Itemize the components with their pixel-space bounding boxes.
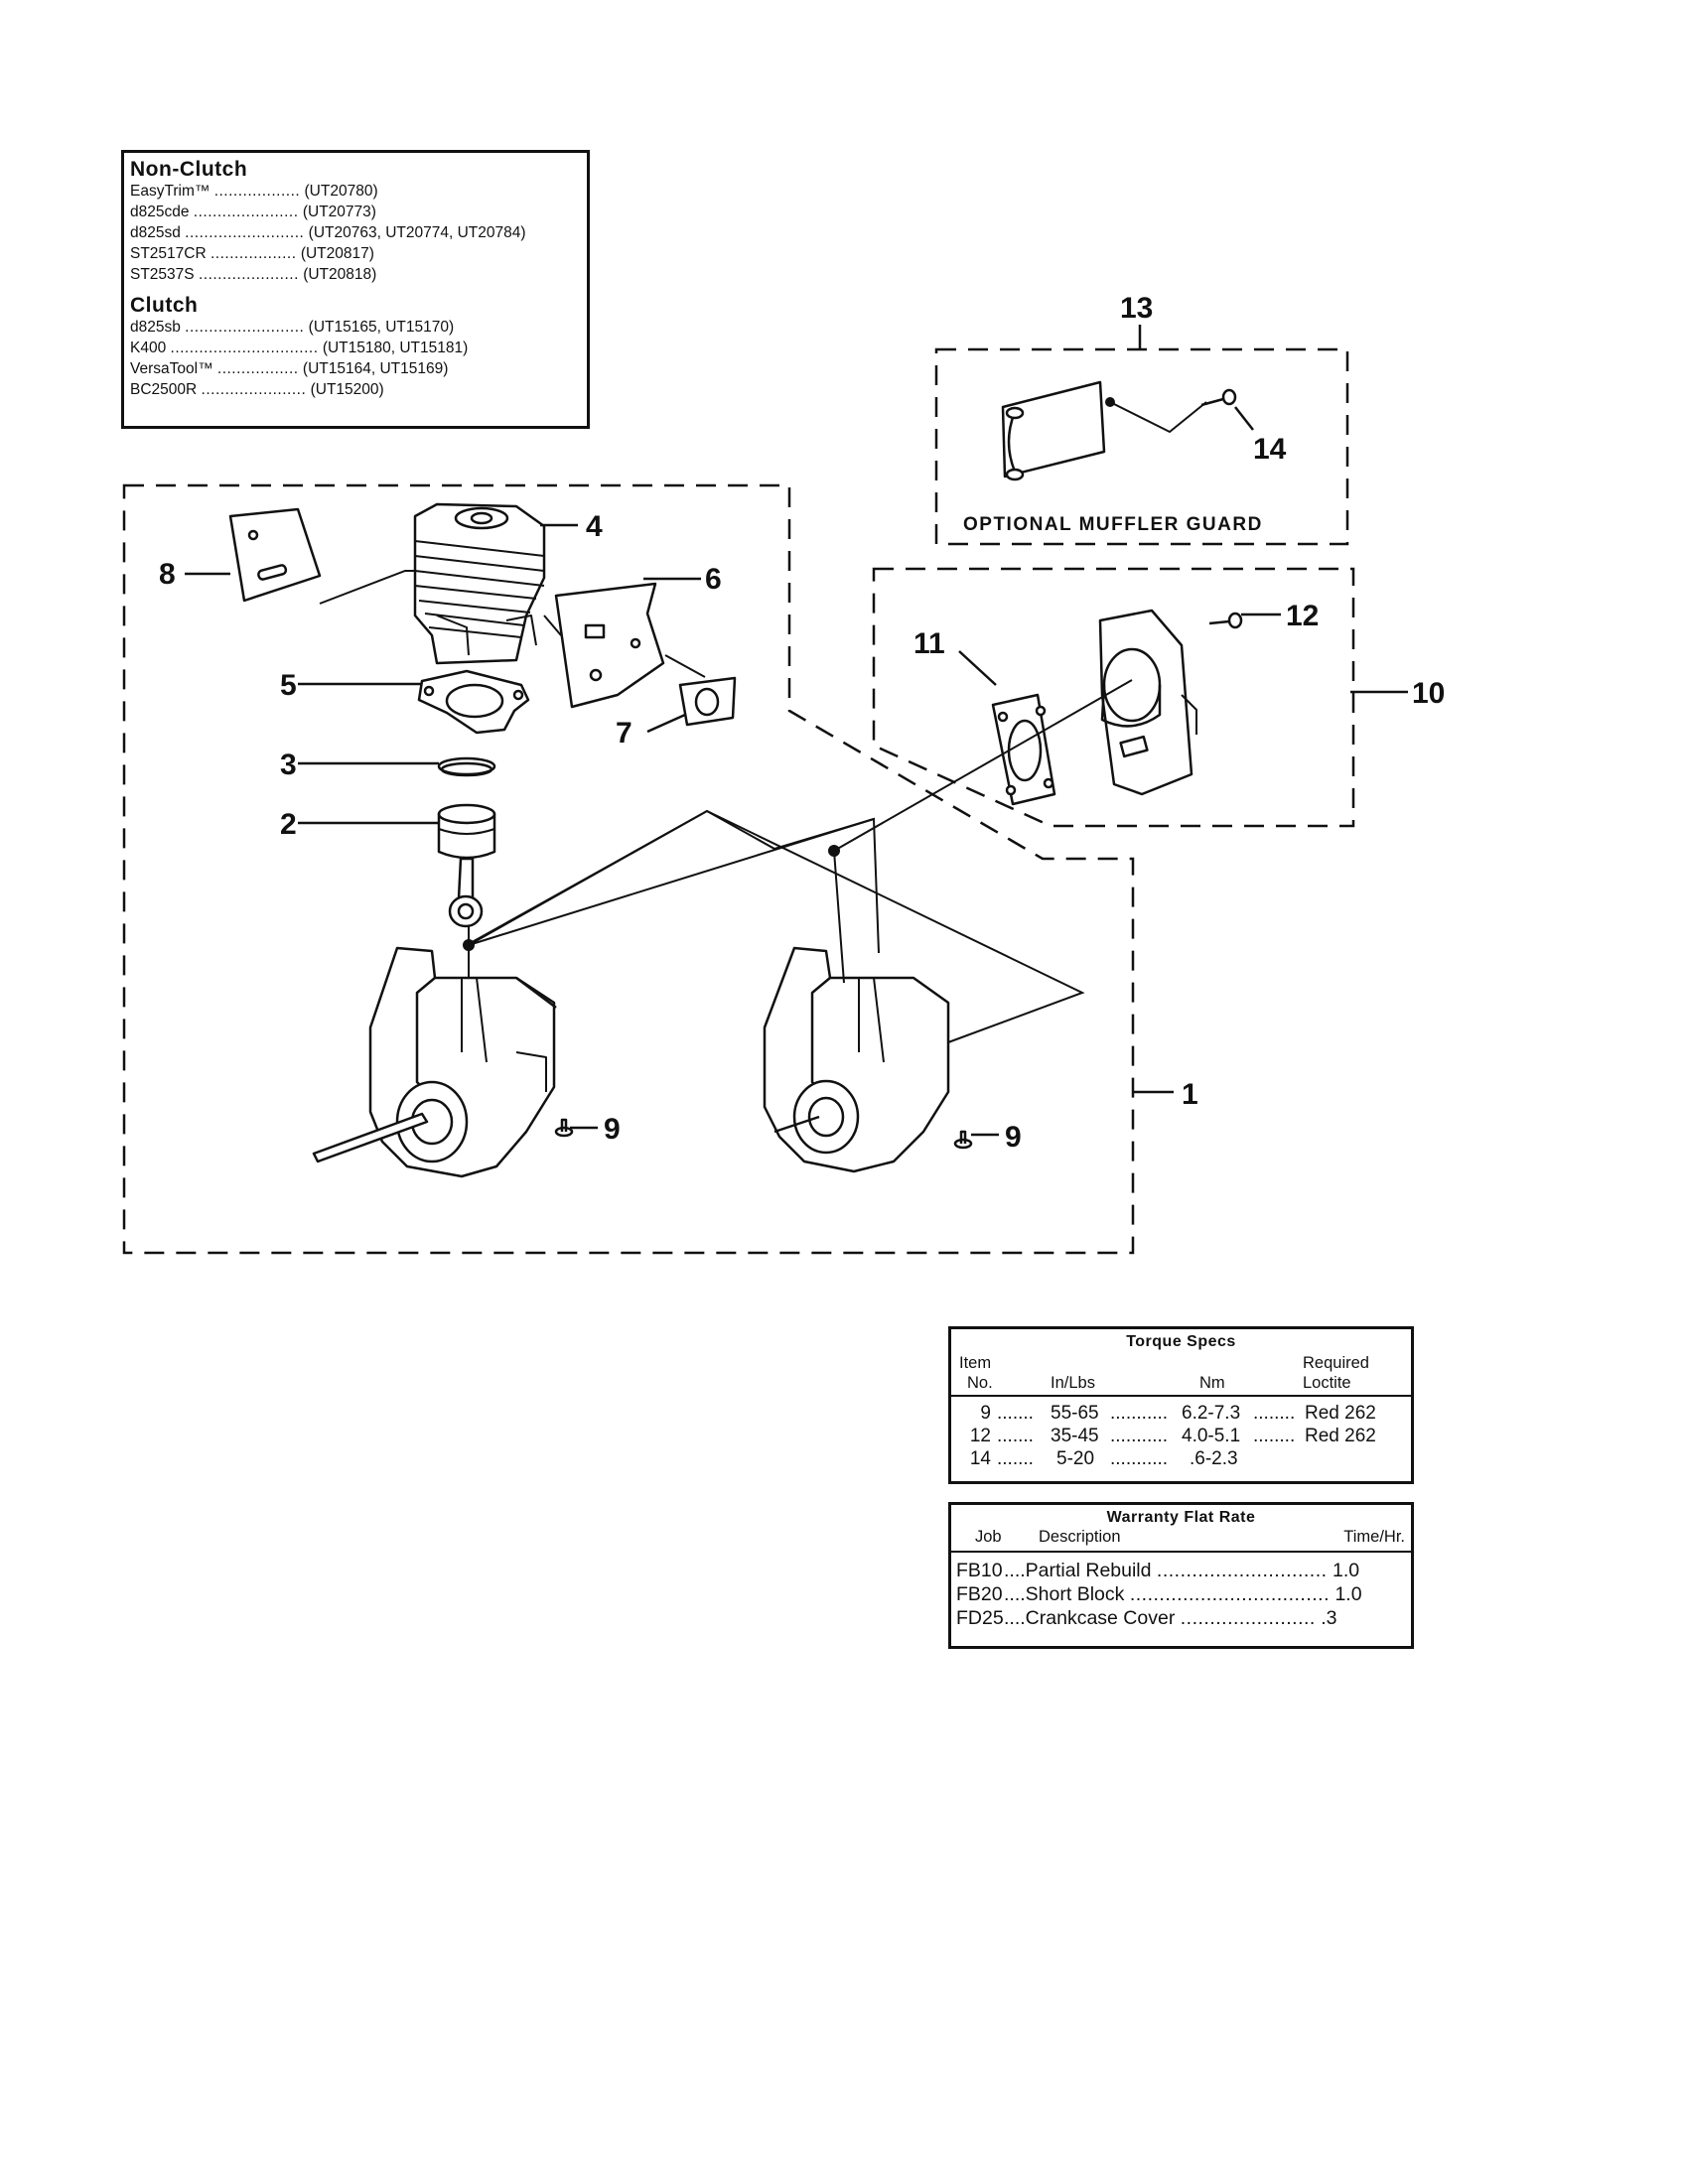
torque-specs-title: Torque Specs <box>1126 1333 1236 1350</box>
part-4-cylinder <box>413 502 546 665</box>
warranty-title: Warranty Flat Rate <box>1106 1509 1256 1526</box>
callout-9-left: 9 <box>604 1113 621 1146</box>
model-row: EasyTrim™ .................. (UT20780) <box>130 183 378 200</box>
callout-3: 3 <box>280 749 297 781</box>
muffler-guard-caption: OPTIONAL MUFFLER GUARD <box>963 514 1263 535</box>
crankcase-right <box>763 946 950 1173</box>
table-row: 12 ....... 35-45 ........... 4.0-5.1 ...… <box>969 1426 1376 1446</box>
part-8-gasket-plate <box>228 507 322 603</box>
table-row: FB10....Partial Rebuild ................… <box>956 1560 1360 1581</box>
part-7-intake-gasket <box>678 676 737 727</box>
model-row: BC2500R ...................... (UT15200) <box>130 381 384 398</box>
torque-specs-header: Item No. In/Lbs Nm Required Loctite <box>951 1351 1411 1397</box>
callout-7: 7 <box>616 717 632 750</box>
header-nm: Nm <box>1199 1374 1225 1392</box>
header-time: Time/Hr. <box>1343 1528 1405 1546</box>
engine-assembly-boundary <box>122 483 1135 1255</box>
callout-6: 6 <box>705 563 722 596</box>
callout-2: 2 <box>280 808 297 841</box>
table-row: FB20....Short Block ....................… <box>956 1583 1362 1605</box>
torque-specs-table: Torque Specs Item No. In/Lbs Nm Required… <box>948 1326 1414 1484</box>
part-12-screw <box>1208 612 1243 629</box>
callout-12: 12 <box>1286 600 1319 632</box>
part-3-piston-ring <box>437 756 496 777</box>
callout-10: 10 <box>1412 677 1445 710</box>
model-row: d825cde ...................... (UT20773) <box>130 204 376 220</box>
part-9-screw-left <box>554 1118 574 1138</box>
model-row: K400 ............................... (UT… <box>130 340 469 356</box>
header-required: Required <box>1303 1354 1369 1372</box>
header-item: Item <box>959 1354 992 1372</box>
callout-14: 14 <box>1253 433 1287 466</box>
table-row: 14 ....... 5-20 ........... .6-2.3 <box>969 1448 1238 1469</box>
table-row: 9 ....... 55-65 ........... 6.2-7.3 ....… <box>980 1403 1376 1424</box>
model-row: d825sb ......................... (UT1516… <box>130 319 455 336</box>
part-2-piston-rod <box>437 803 496 928</box>
part-10-muffler <box>1098 609 1197 796</box>
part-13-muffler-guard <box>1001 380 1106 481</box>
callout-8: 8 <box>159 558 176 591</box>
callout-11: 11 <box>913 627 945 660</box>
callout-1: 1 <box>1182 1078 1198 1111</box>
model-row: VersaTool™ ................. (UT15164, U… <box>130 360 449 377</box>
model-row: ST2537S ..................... (UT20818) <box>130 266 377 283</box>
muffler-guard-boundary <box>934 347 1349 546</box>
non-clutch-heading: Non-Clutch <box>130 158 248 181</box>
callout-ticks <box>185 325 1408 1137</box>
header-inlbs: In/Lbs <box>1051 1374 1095 1392</box>
model-row: ST2517CR .................. (UT20817) <box>130 245 374 262</box>
model-row: d825sd ......................... (UT2076… <box>130 224 526 241</box>
warranty-flat-rate-table: Warranty Flat Rate Job Description Time/… <box>948 1502 1414 1649</box>
part-11-muffler-gasket <box>991 693 1056 806</box>
part-6-heat-shield <box>554 582 665 709</box>
header-job: Job <box>975 1528 1002 1546</box>
junction-dots <box>463 397 1115 951</box>
callout-13: 13 <box>1120 292 1153 325</box>
clutch-heading: Clutch <box>130 294 199 317</box>
callout-4: 4 <box>586 510 603 543</box>
model-table: Non-Clutch EasyTrim™ .................. … <box>121 150 590 429</box>
header-description: Description <box>1039 1528 1121 1546</box>
table-row: FD25....Crankcase Cover ................… <box>956 1607 1337 1629</box>
part-5-base-gasket <box>417 669 530 735</box>
crankcase-left <box>312 946 557 1178</box>
muffler-assembly-boundary <box>872 567 1355 828</box>
leader-lines <box>319 401 1207 1043</box>
callout-5: 5 <box>280 669 297 702</box>
warranty-header: Job Description Time/Hr. <box>951 1527 1411 1553</box>
header-no: No. <box>967 1374 993 1392</box>
header-loctite: Loctite <box>1303 1374 1351 1392</box>
callout-9-right: 9 <box>1005 1121 1022 1154</box>
part-9-screw-right <box>953 1130 973 1150</box>
